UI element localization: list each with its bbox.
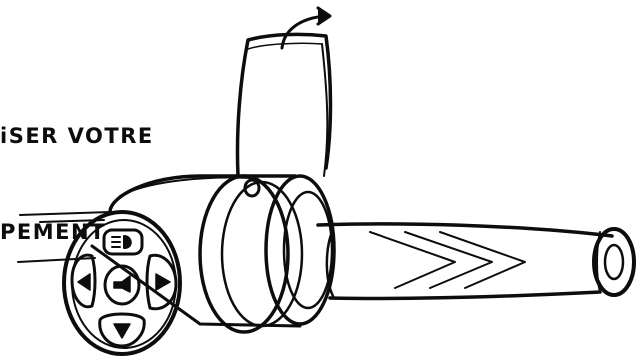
center-button[interactable] (105, 266, 139, 304)
headlight-button[interactable] (104, 230, 142, 254)
grip (318, 224, 634, 299)
down-button[interactable] (100, 314, 144, 346)
arrow-right-icon (156, 274, 170, 290)
arrow-left-icon (78, 274, 90, 290)
horn-icon (114, 276, 130, 292)
arrow-down-icon (114, 324, 130, 338)
curved-arrow-icon (282, 8, 330, 48)
strap (237, 34, 330, 176)
right-button[interactable] (147, 255, 176, 308)
left-button[interactable] (72, 255, 95, 307)
control-pad (64, 212, 180, 354)
headlight-icon (112, 236, 131, 248)
